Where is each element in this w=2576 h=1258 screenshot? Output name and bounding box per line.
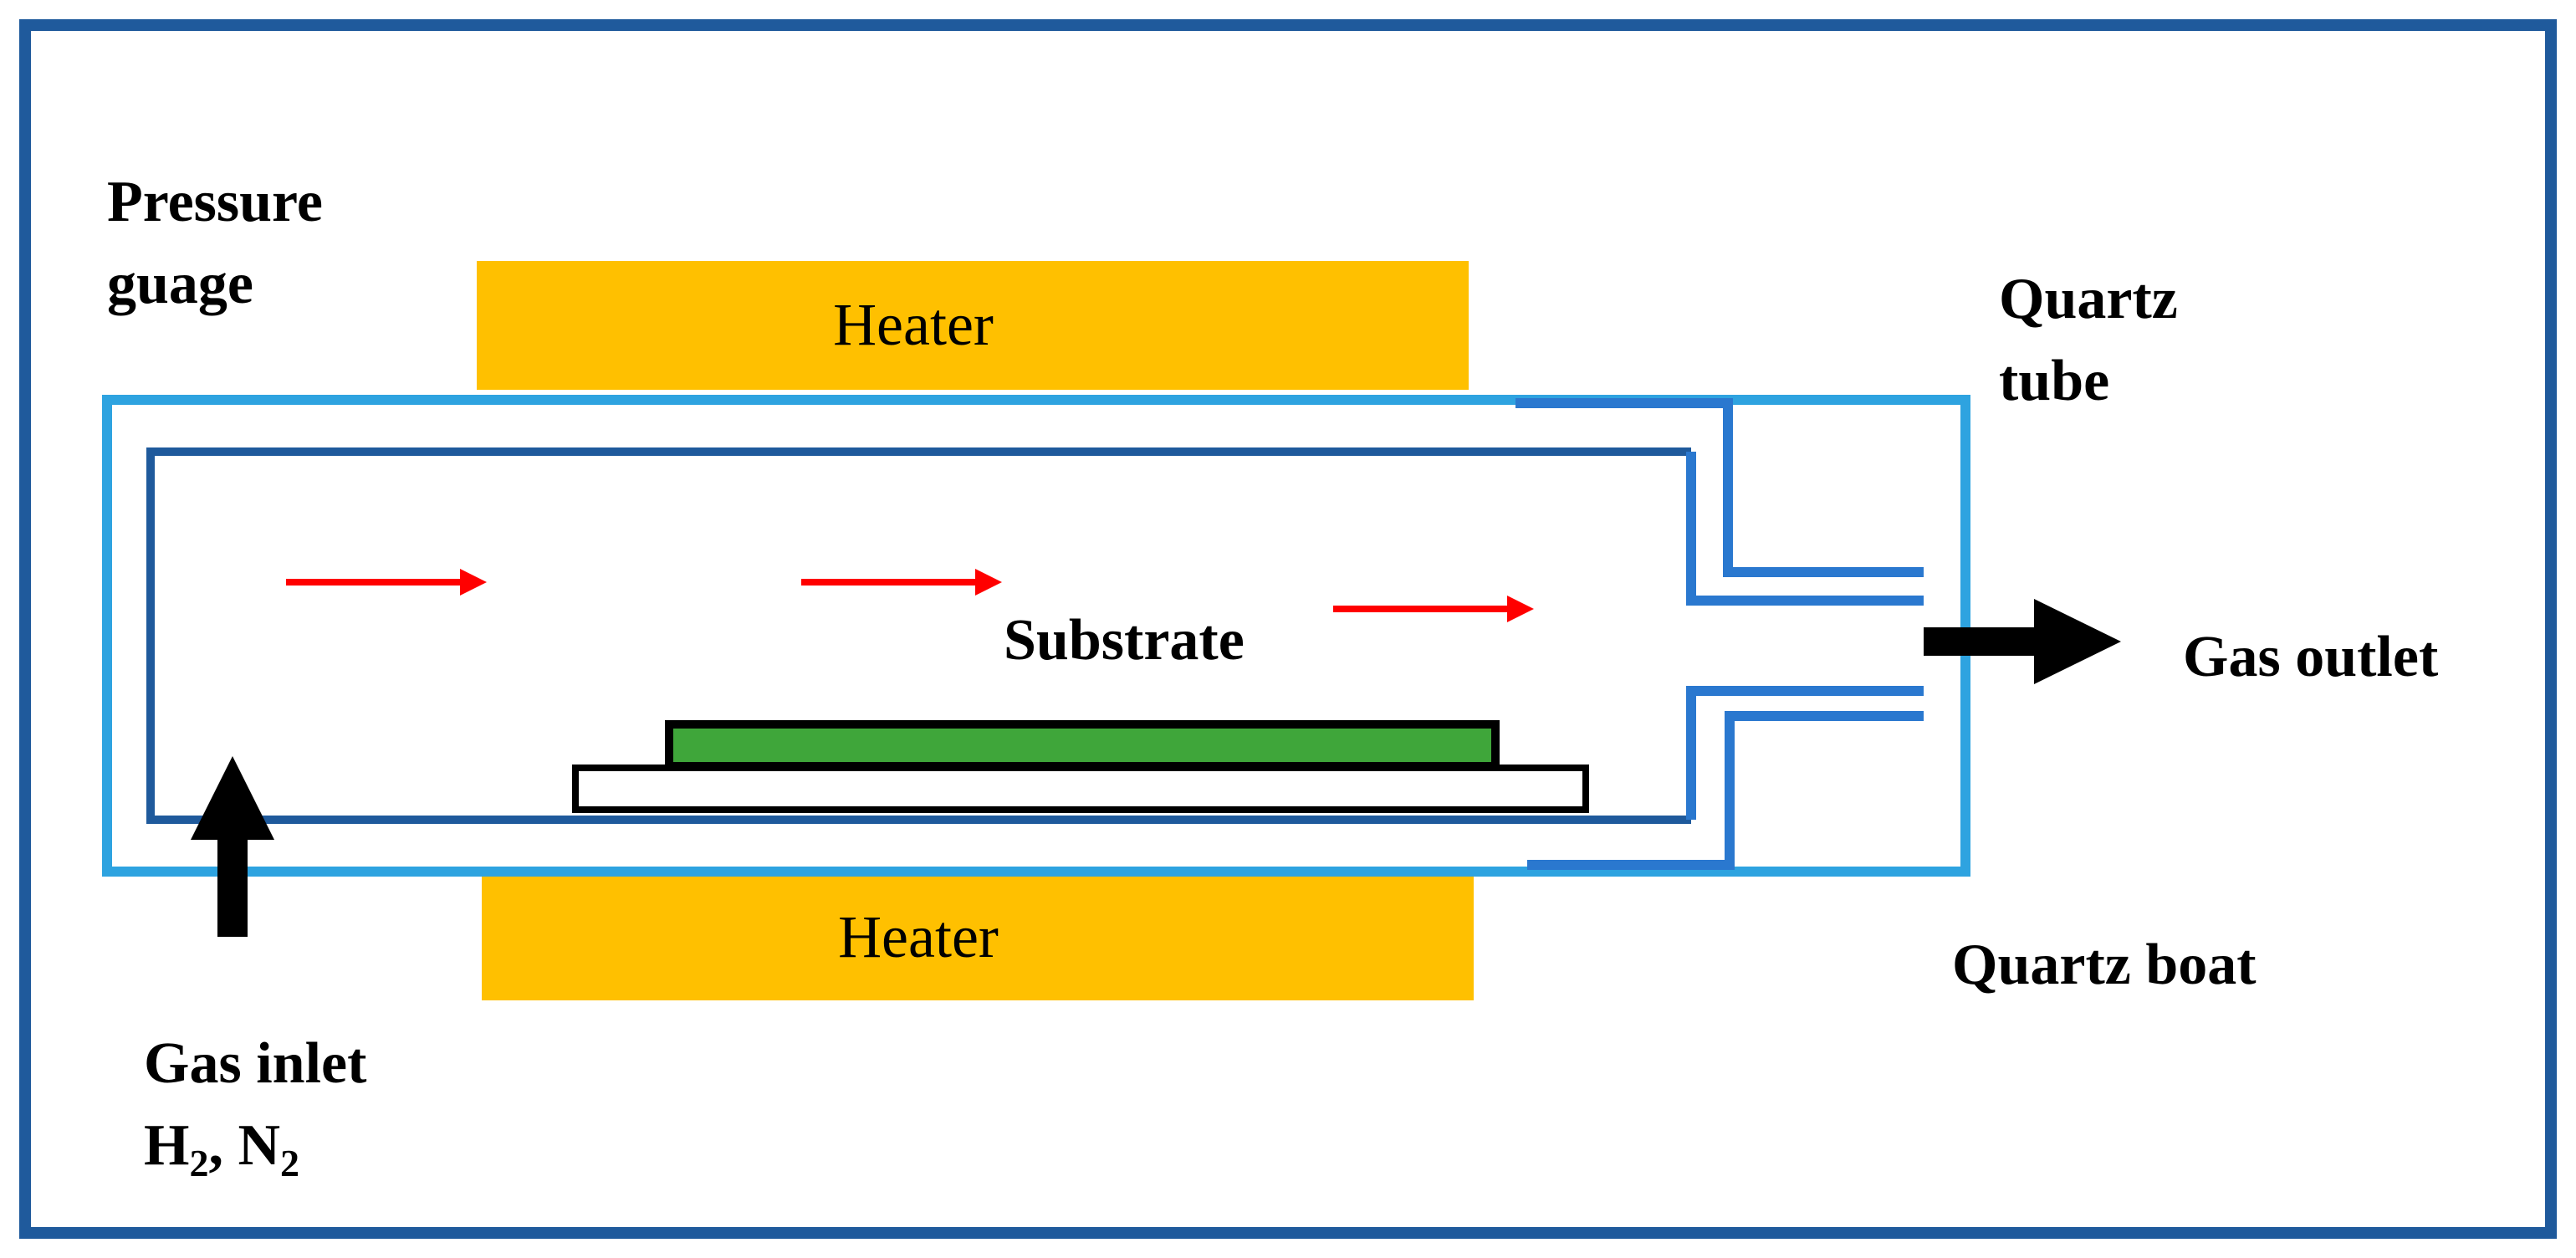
gas-n-subscript: 2 — [280, 1142, 299, 1184]
heater-bottom-block — [482, 873, 1474, 1000]
gas-flow-arrows — [286, 569, 1534, 622]
outer-frame — [19, 19, 2557, 1239]
heater-bottom-label: Heater — [838, 903, 999, 970]
outlet-pipe — [1515, 398, 1924, 870]
flow-arrow-3 — [1333, 596, 1534, 622]
heater-top-label: Heater — [833, 291, 994, 358]
outlet-pipe-lower-outer — [1527, 711, 1924, 870]
gas-outlet-arrow — [1924, 599, 2121, 684]
gas-outlet-arrow-shaft — [1924, 627, 2041, 656]
gas-species-label: H2, N2 — [144, 1113, 299, 1184]
gas-inlet-label: Gas inlet — [144, 1031, 366, 1096]
substrate-label: Substrate — [1004, 608, 1245, 672]
flow-arrow-2-head — [975, 569, 1002, 596]
gas-inlet-arrow-head — [191, 756, 274, 840]
quartz-boat-label: Quartz boat — [1952, 933, 2257, 997]
gas-outlet-arrow-head — [2034, 599, 2121, 684]
heater-bottom: Heater — [482, 873, 1474, 1000]
gas-inlet-arrow-shaft — [217, 836, 248, 937]
outlet-pipe-upper-inner — [1686, 452, 1924, 606]
pressure-gauge-label-line1: Pressure — [107, 170, 323, 234]
gas-h-symbol: H — [144, 1113, 189, 1178]
outlet-pipe-upper-outer — [1515, 398, 1924, 577]
gas-h-subscript: 2 — [189, 1142, 208, 1184]
gas-separator-n: , N — [208, 1113, 280, 1178]
flow-arrow-1 — [286, 569, 487, 596]
gas-inlet-arrow — [191, 756, 274, 937]
gas-outlet-label: Gas outlet — [2183, 625, 2438, 689]
flow-arrow-2 — [801, 569, 1002, 596]
substrate — [665, 720, 1500, 770]
outlet-pipe-lower-inner — [1686, 686, 1924, 820]
quartz-boat — [572, 765, 1589, 813]
quartz-tube-label-line2: tube — [1999, 349, 2109, 413]
flow-arrow-1-head — [460, 569, 487, 596]
heater-top-block — [477, 261, 1469, 390]
quartz-tube-label-line1: Quartz — [1999, 267, 2178, 331]
heater-top: Heater — [477, 261, 1469, 390]
inner-chamber — [146, 447, 1691, 824]
pressure-gauge-label-line2: guage — [107, 252, 253, 316]
flow-arrow-3-head — [1507, 596, 1534, 622]
